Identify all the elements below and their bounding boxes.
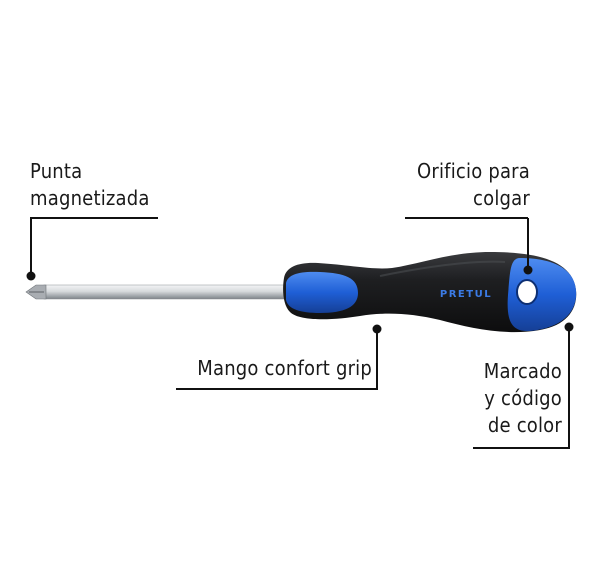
phillips-tip xyxy=(25,284,47,300)
callout-grip xyxy=(176,324,382,390)
blue-end-cap xyxy=(507,258,577,332)
label-comfort-grip: Mango confort grip xyxy=(150,355,372,382)
label-hanging-hole: Orificio para colgar xyxy=(380,158,530,212)
label-marking-line2: y código xyxy=(484,386,562,410)
label-tip-line1: Punta xyxy=(30,159,83,183)
shaft xyxy=(33,284,287,300)
label-tip-line2: magnetizada xyxy=(30,186,150,210)
label-grip-line1: Mango confort grip xyxy=(197,356,372,380)
brand-logo: PRETUL xyxy=(440,289,492,300)
label-color-marking: Marcado y código de color xyxy=(440,358,562,439)
callout-marking xyxy=(473,322,574,449)
callout-hole xyxy=(405,217,533,275)
hanging-hole xyxy=(516,279,538,305)
label-marking-line1: Marcado xyxy=(483,359,562,383)
label-magnetic-tip: Punta magnetizada xyxy=(30,158,150,212)
label-marking-line3: de color xyxy=(487,413,562,437)
handle: PRETUL xyxy=(283,252,577,333)
callout-tip xyxy=(26,217,158,281)
blue-grip-insert xyxy=(286,271,358,313)
label-hole-line2: colgar xyxy=(473,186,530,210)
label-hole-line1: Orificio para xyxy=(417,159,530,183)
